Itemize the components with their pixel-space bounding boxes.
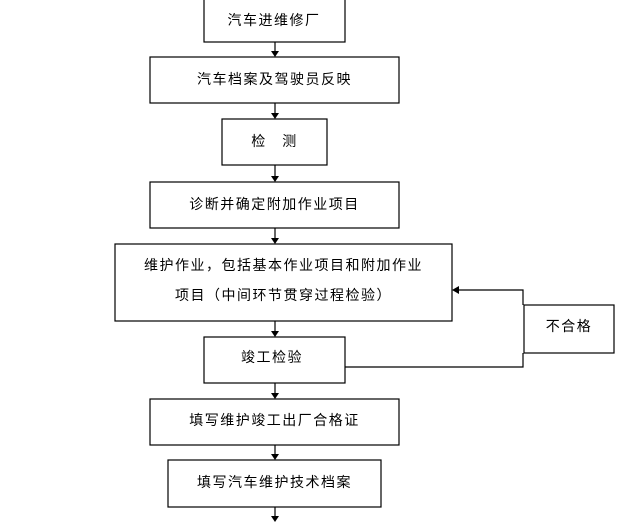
- step-fill-certificate: 填写维护竣工出厂合格证: [149, 398, 400, 446]
- arrow-step3-to-step4: [271, 228, 279, 244]
- step-vehicle-records: 汽车档案及驾驶员反映: [149, 56, 400, 104]
- arrow-step0-to-step1: [271, 42, 279, 57]
- step-box: [149, 181, 400, 229]
- step-label: 竣工检验: [241, 350, 303, 366]
- step-label: 填写维护竣工出厂合格证: [189, 413, 360, 429]
- arrow-step7-out: [271, 507, 279, 522]
- step-fill-technical-records: 填写汽车维护技术档案: [167, 459, 382, 508]
- loop-line-out: [345, 353, 524, 368]
- step-inspection: 检 测: [221, 118, 328, 166]
- step-box: [203, 336, 346, 384]
- feedback-box: [523, 304, 615, 354]
- arrow-step6-to-step7: [271, 445, 279, 460]
- step-enter-repair-shop: 汽车进维修厂: [203, 0, 346, 43]
- feedback-unqualified: 不合格: [523, 304, 615, 354]
- step-box: [167, 459, 382, 508]
- step-maintenance-work: 维护作业，包括基本作业项目和附加作业 项目（中间环节贯穿过程检验）: [114, 243, 453, 322]
- step-label: 填写汽车维护技术档案: [197, 474, 352, 491]
- feedback-label: 不合格: [546, 319, 593, 335]
- step-label: 汽车档案及驾驶员反映: [197, 71, 352, 88]
- step-label-line-2: 项目（中间环节贯穿过程检验）: [175, 288, 392, 304]
- step-label-line-1: 维护作业，包括基本作业项目和附加作业: [144, 257, 423, 274]
- flow-connectors: [271, 42, 279, 522]
- step-label: 汽车进维修厂: [228, 12, 321, 29]
- step-box: [203, 0, 346, 43]
- arrow-step5-to-step6: [271, 383, 279, 399]
- arrow-step1-to-step2: [271, 103, 279, 119]
- loop-line-back: [459, 289, 524, 305]
- arrow-step2-to-step3: [271, 165, 279, 182]
- step-box: [114, 243, 453, 322]
- feedback-loop: [345, 286, 524, 368]
- step-box: [149, 398, 400, 446]
- step-label: 检 测: [251, 134, 298, 150]
- arrow-step4-to-step5: [271, 321, 279, 337]
- step-diagnosis: 诊断并确定附加作业项目: [149, 181, 400, 229]
- step-box: [149, 56, 400, 104]
- step-completion-inspection: 竣工检验: [203, 336, 346, 384]
- loop-arrowhead: [452, 286, 459, 294]
- step-label: 诊断并确定附加作业项目: [189, 197, 360, 213]
